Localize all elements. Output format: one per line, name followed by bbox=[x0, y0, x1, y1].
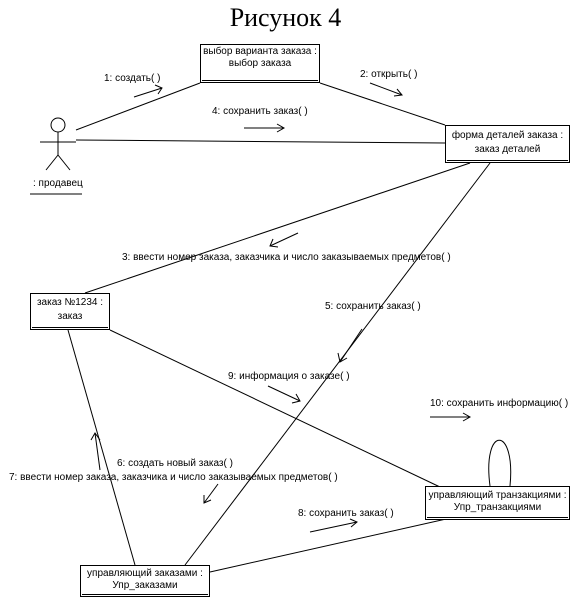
message-5: 5: сохранить заказ( ) bbox=[325, 301, 421, 312]
message-2: 2: открыть( ) bbox=[360, 69, 418, 80]
link-forma-zakaz bbox=[84, 162, 471, 294]
link-vybor-forma bbox=[319, 82, 446, 126]
object-vybor-line1: выбор варианта заказа : bbox=[203, 46, 317, 57]
object-upr-zakazami[interactable]: управляющий заказами : Упр_заказами bbox=[80, 565, 210, 597]
self-link-tranz bbox=[488, 440, 512, 487]
figure-caption: Рисунок 4 bbox=[229, 3, 342, 32]
arrow-m1 bbox=[133, 84, 163, 98]
message-9: 9: информация о заказе( ) bbox=[228, 371, 350, 382]
object-tranz-line1: управляющий транзакциями : bbox=[428, 490, 567, 501]
object-forma-line2: заказ деталей bbox=[474, 144, 541, 155]
message-4: 4: сохранить заказ( ) bbox=[212, 106, 308, 117]
object-zakaz-line2: заказ bbox=[57, 311, 83, 322]
object-forma-line1: форма деталей заказа : bbox=[451, 130, 564, 141]
message-1: 1: создать( ) bbox=[104, 73, 161, 84]
actor-underline bbox=[30, 193, 82, 195]
arrow-m8 bbox=[309, 518, 358, 533]
arrow-m4 bbox=[244, 123, 286, 133]
link-actor-forma bbox=[75, 139, 446, 144]
message-10: 10: сохранить информацию( ) bbox=[430, 398, 569, 409]
link-forma-upr bbox=[184, 162, 491, 566]
arrow-m6 bbox=[203, 483, 219, 504]
arrow-m9 bbox=[267, 385, 301, 404]
arrow-m10 bbox=[430, 412, 472, 422]
actor-icon bbox=[40, 117, 76, 171]
object-zakaz-1234[interactable]: заказ №1234 : заказ bbox=[30, 293, 110, 330]
message-7: 7: ввести номер заказа, заказчика и числ… bbox=[9, 472, 338, 483]
arrow-m5 bbox=[337, 328, 363, 363]
object-tranz-line2: Упр_транзакциями bbox=[453, 502, 542, 513]
message-3: 3: ввести номер заказа, заказчика и числ… bbox=[122, 252, 451, 263]
link-zakaz-tranz bbox=[109, 329, 441, 488]
object-upr-tranzaktsiyami[interactable]: управляющий транзакциями : Упр_транзакци… bbox=[425, 486, 570, 520]
link-zakaz-upr bbox=[67, 329, 136, 566]
object-forma-detaley[interactable]: форма деталей заказа : заказ деталей bbox=[445, 125, 570, 163]
link-upr-tranz bbox=[209, 516, 456, 573]
arrow-m7 bbox=[90, 432, 101, 471]
object-upr-line2: Упр_заказами bbox=[112, 580, 178, 591]
arrow-m3 bbox=[269, 232, 299, 248]
message-6: 6: создать новый заказ( ) bbox=[117, 458, 233, 469]
object-vybor-line2: выбор заказа bbox=[228, 58, 292, 69]
arrow-m2 bbox=[369, 82, 403, 97]
object-zakaz-line1: заказ №1234 : bbox=[36, 297, 104, 308]
actor-label: : продавец bbox=[33, 178, 83, 189]
object-vybor-zakaza[interactable]: выбор варианта заказа : выбор заказа bbox=[200, 44, 320, 83]
object-upr-line1: управляющий заказами : bbox=[87, 568, 203, 579]
link-actor-vybor bbox=[75, 82, 201, 131]
message-8: 8: сохранить заказ( ) bbox=[298, 508, 394, 519]
